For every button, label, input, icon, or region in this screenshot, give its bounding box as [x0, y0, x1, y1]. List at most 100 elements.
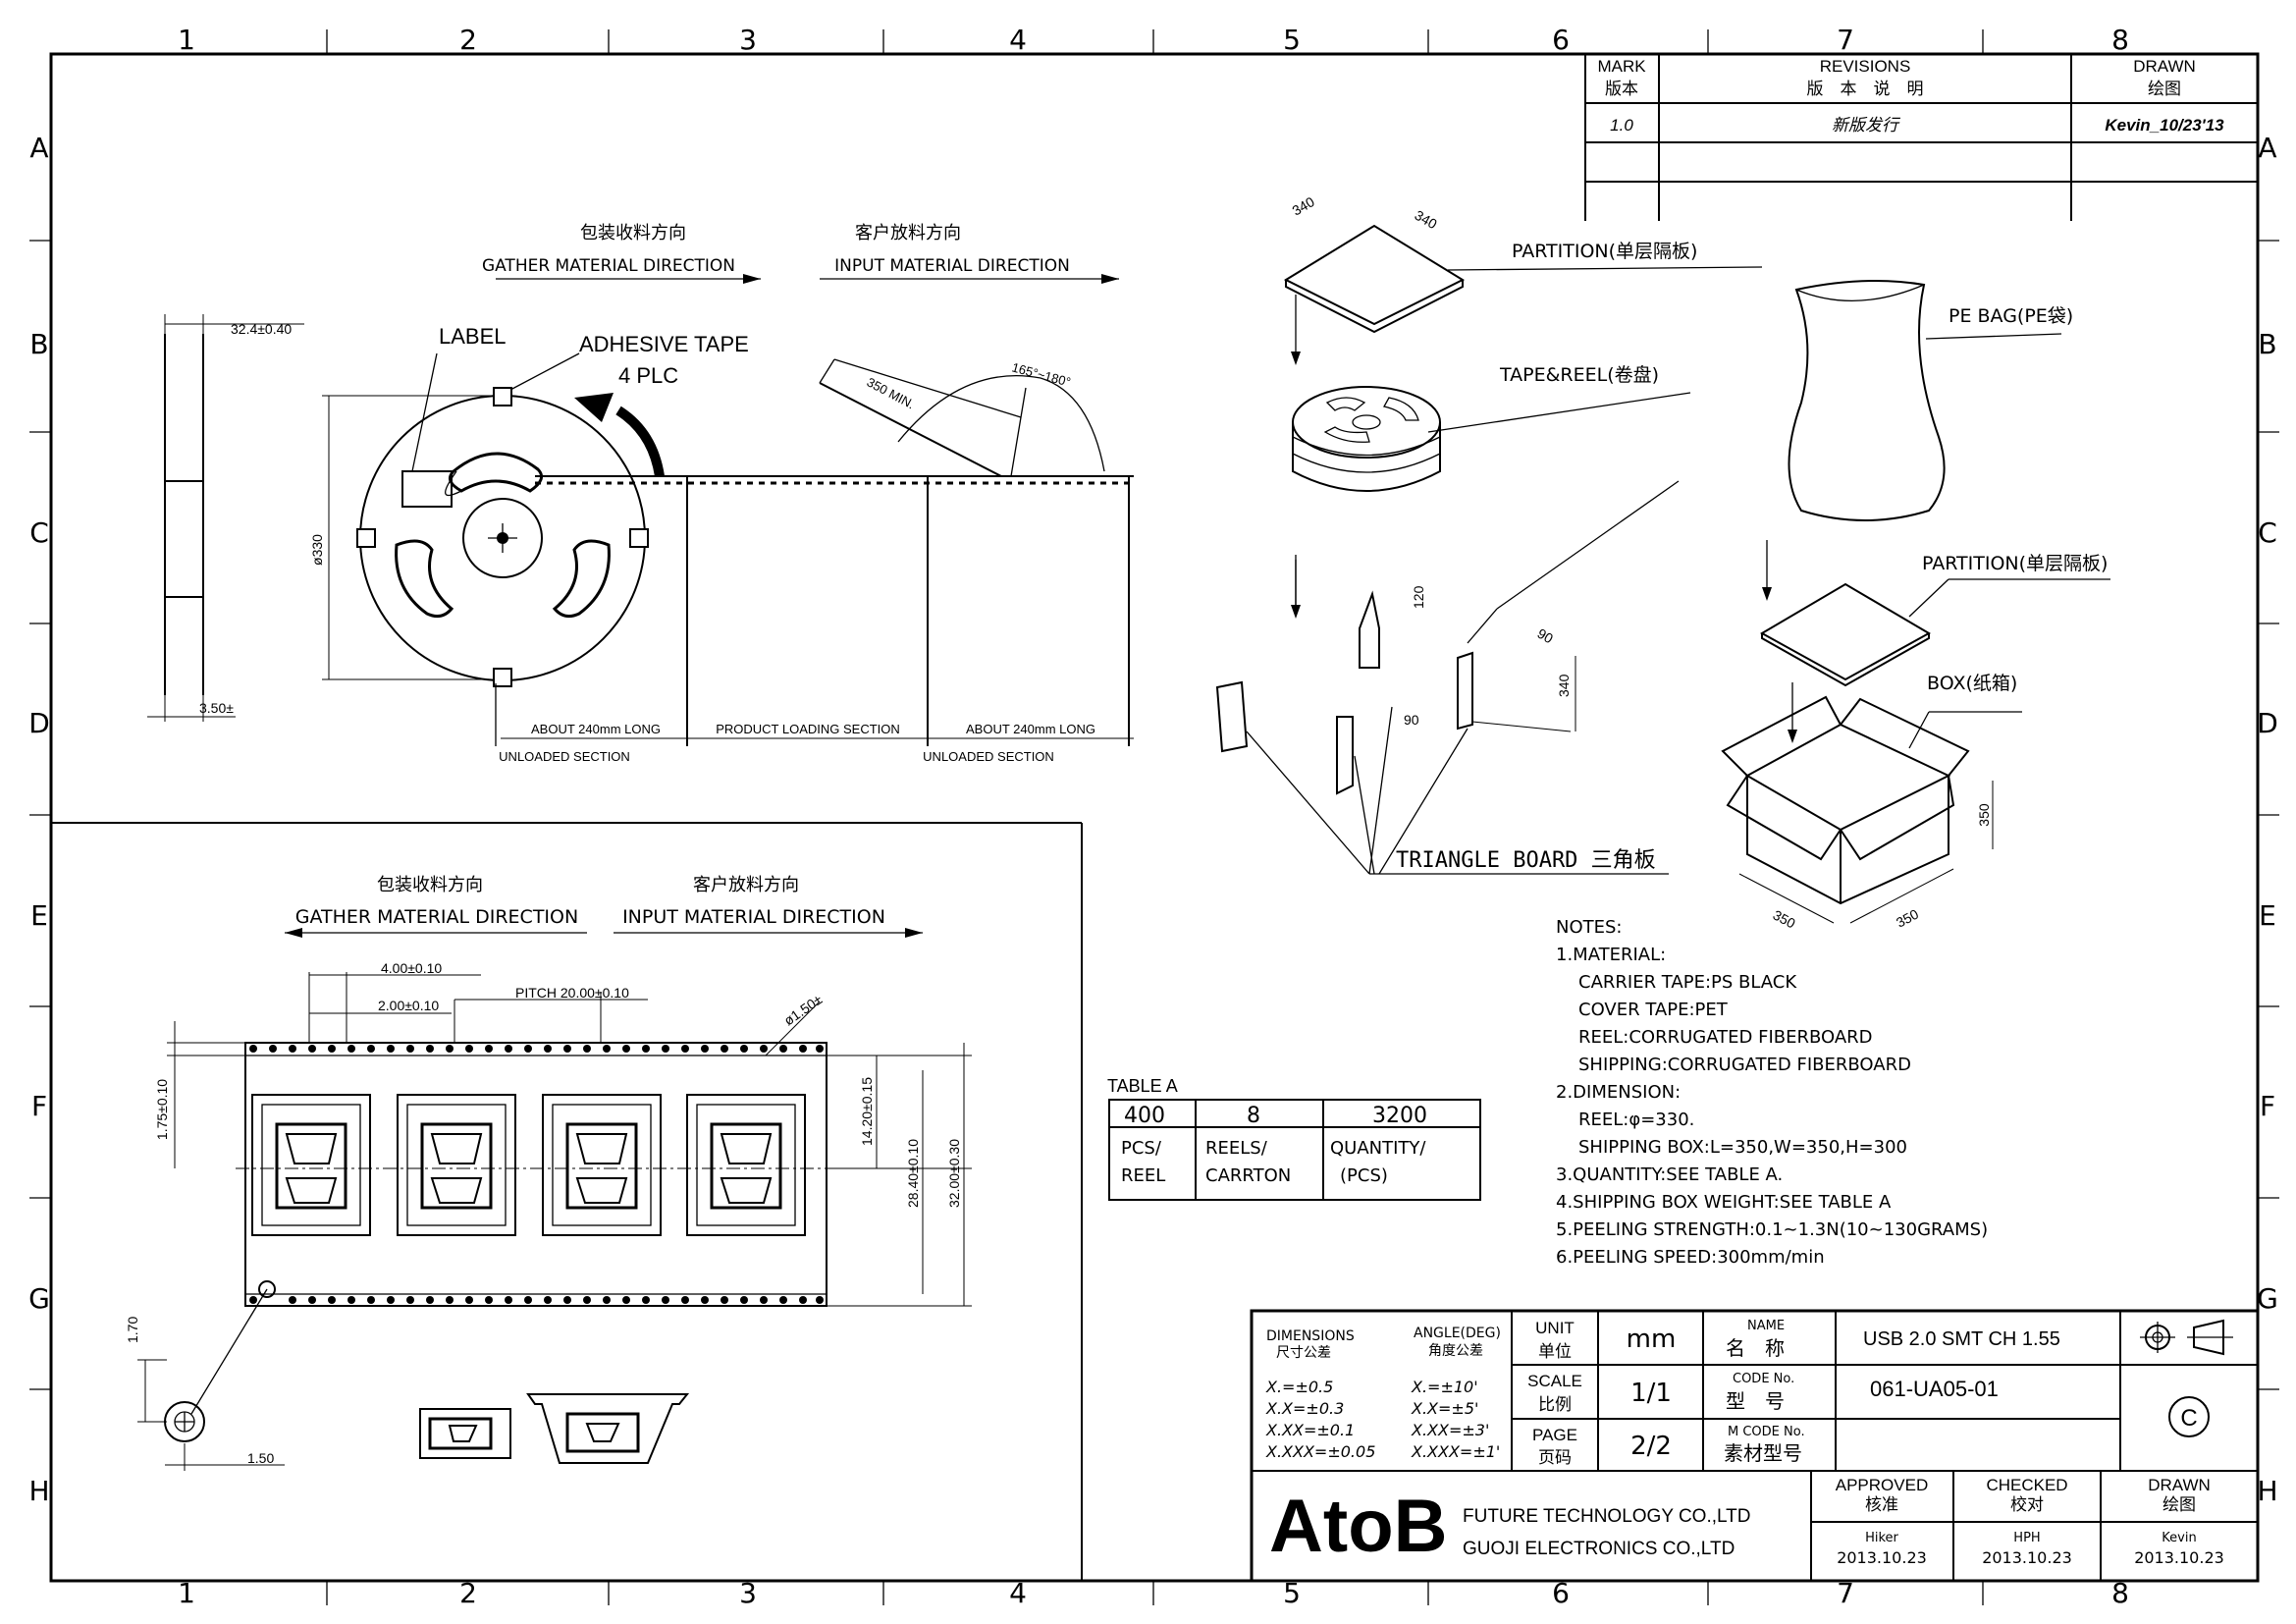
tb-tol-0: X.=±0.5: [1265, 1378, 1333, 1396]
tape-pocket-4: [686, 1094, 806, 1236]
zone-row-h: H: [28, 1475, 49, 1507]
table-a-value-1: 8: [1247, 1104, 1260, 1128]
tb-code-cn: 型 号: [1726, 1389, 1785, 1413]
tape-gather-en: GATHER MATERIAL DIRECTION: [295, 906, 578, 928]
partition-lower: PARTITION(单层隔板): [1759, 553, 2110, 687]
box-label: BOX(纸箱): [1927, 673, 2017, 694]
packing-assembly: 340 340 PARTITION(单层隔板) TAPE&REEL(卷盘): [1215, 193, 2110, 932]
triangle-boards: 120 90 90 340 TRIANGLE BOARD 三角板: [1215, 480, 1680, 875]
reel-unloaded-1: UNLOADED SECTION: [499, 749, 630, 764]
tape-dim-1420: 14.20±0.15: [859, 1077, 875, 1146]
title-block: DIMENSIONS 尺寸公差 ANGLE(DEG) 角度公差 X.=±0.5 …: [1250, 1309, 2260, 1583]
zone-col-8: 8: [2111, 24, 2129, 56]
tb-scale-value: 1/1: [1630, 1379, 1672, 1408]
rev-mark-cn: 版本: [1605, 80, 1638, 99]
reel-side-view: 32.4±0.40 3.50±: [147, 314, 304, 722]
table-a-unit-2b: (PCS): [1340, 1165, 1388, 1186]
zone-col-1: 1: [178, 24, 195, 56]
table-a: TABLE A 400 8 3200 PCS/ REEL REELS/ CARR…: [1107, 1076, 1481, 1201]
partition-dim-b: 340: [1413, 207, 1440, 233]
reel-peel-angle: 165°~180°: [1010, 359, 1072, 389]
zone-row-h-right: H: [2257, 1475, 2277, 1507]
tape-dim-175: 1.75±0.10: [154, 1079, 170, 1140]
triangle-dim-340: 340: [1556, 674, 1572, 697]
tape-input-cn: 客户放料方向: [693, 875, 799, 895]
tb-checked-cn: 校对: [2010, 1495, 2044, 1515]
tape-reel-label: TAPE&REEL(卷盘): [1499, 364, 1659, 386]
tb-unit-label: UNIT: [1535, 1319, 1575, 1337]
tape-dim-400: 4.00±0.10: [381, 960, 442, 976]
note-line-9: 3.QUANTITY:SEE TABLE A.: [1556, 1164, 1783, 1185]
company-logo: AtoB: [1269, 1485, 1448, 1568]
tb-checked-by: HPH: [2013, 1531, 2040, 1545]
partition-top: 340 340 PARTITION(单层隔板): [1283, 193, 1763, 334]
reel-adhesive-callout: ADHESIVE TAPE: [579, 332, 749, 356]
tb-angle-cn: 角度公差: [1428, 1343, 1483, 1359]
tape-pocket-3: [542, 1094, 662, 1236]
table-a-unit-0b: REEL: [1121, 1165, 1165, 1186]
zone-row-b-right: B: [2258, 328, 2276, 360]
tb-drawn-date: 2013.10.23: [2134, 1548, 2224, 1567]
tb-name-value: USB 2.0 SMT CH 1.55: [1863, 1328, 2060, 1350]
note-line-8: SHIPPING BOX:L=350,W=350,H=300: [1578, 1137, 1907, 1158]
tape-dim-hole: ø1.50±: [781, 991, 826, 1028]
tb-dimensions-cn: 尺寸公差: [1276, 1345, 1331, 1361]
note-line-2: CARRIER TAPE:PS BLACK: [1578, 972, 1797, 993]
zone-row-b: B: [29, 328, 48, 360]
tape-pocket-2: [397, 1094, 516, 1236]
note-line-10: 4.SHIPPING BOX WEIGHT:SEE TABLE A: [1556, 1192, 1892, 1213]
note-line-1: 1.MATERIAL:: [1556, 945, 1666, 965]
tb-scale-label: SCALE: [1527, 1372, 1582, 1390]
zone-row-e-right: E: [2259, 899, 2276, 932]
reel-unloaded-2: UNLOADED SECTION: [923, 749, 1054, 764]
reel-gather-en: GATHER MATERIAL DIRECTION: [482, 256, 735, 276]
triangle-dim-120: 120: [1411, 585, 1426, 609]
tb-angle-label: ANGLE(DEG): [1414, 1326, 1501, 1341]
table-a-unit-2a: QUANTITY/: [1330, 1138, 1426, 1159]
tb-approved-cn: 核准: [1865, 1495, 1898, 1515]
reel-label-callout: LABEL: [439, 324, 507, 349]
reel-input-en: INPUT MATERIAL DIRECTION: [834, 256, 1070, 276]
tb-ang-2: X.XX=±3': [1411, 1421, 1489, 1439]
zone-row-g-right: G: [2257, 1282, 2278, 1315]
note-line-12: 6.PEELING SPEED:300mm/min: [1556, 1247, 1825, 1268]
tape-dim-150: 1.50: [247, 1450, 274, 1466]
tb-approved-date: 2013.10.23: [1837, 1548, 1927, 1567]
tb-code-value: 061-UA05-01: [1870, 1377, 1999, 1401]
triangle-dim-90b: 90: [1404, 712, 1419, 728]
zone-col-4-bottom: 4: [1009, 1577, 1027, 1609]
copyright-icon: C: [2168, 1396, 2210, 1437]
tb-checked-label: CHECKED: [1986, 1476, 2067, 1494]
zone-col-2-bottom: 2: [459, 1577, 477, 1609]
revisions-table: MARK 版本 REVISIONS 版 本 说 明 DRAWN 绘图 1.0 新…: [1584, 53, 2259, 221]
note-line-5: SHIPPING:CORRUGATED FIBERBOARD: [1578, 1055, 1911, 1075]
tape-dim-170: 1.70: [125, 1317, 140, 1343]
zone-row-e: E: [30, 899, 48, 932]
tb-page-cn: 页码: [1538, 1448, 1572, 1468]
reel-view: 包装收料方向 客户放料方向 GATHER MATERIAL DIRECTION …: [147, 223, 1134, 764]
connector-side-views: [419, 1393, 690, 1464]
tape-pocket-1: [251, 1094, 371, 1236]
tb-scale-cn: 比例: [1538, 1395, 1572, 1415]
reel-section-3: ABOUT 240mm LONG: [966, 722, 1095, 736]
zone-row-d-right: D: [2257, 707, 2278, 739]
zone-col-7: 7: [1837, 24, 1854, 56]
tb-code-label: CODE No.: [1733, 1372, 1794, 1386]
tb-drawn-by: Kevin: [2162, 1531, 2196, 1545]
tb-ang-0: X.=±10': [1411, 1378, 1478, 1396]
zone-row-g: G: [28, 1282, 50, 1315]
sheet-border: 1 2 3 4 5 6 7 8 1 2 3 4 5 6 7 8 A B C D …: [28, 24, 2279, 1609]
reel-width-dim: 32.4±0.40: [231, 321, 292, 337]
zone-row-c: C: [29, 516, 49, 549]
rev-description: 新版发行: [1832, 116, 1901, 135]
projection-symbol-icon: [2140, 1319, 2233, 1356]
rev-mark-label: MARK: [1597, 57, 1646, 76]
partition-lower-label: PARTITION(单层隔板): [1922, 553, 2108, 574]
triangle-dim-90a: 90: [1535, 625, 1557, 647]
tb-unit-cn: 单位: [1538, 1342, 1572, 1362]
note-line-4: REEL:CORRUGATED FIBERBOARD: [1578, 1027, 1873, 1048]
rev-revisions-cn: 版 本 说 明: [1807, 80, 1924, 99]
zone-col-5-bottom: 5: [1283, 1577, 1301, 1609]
partition-dim-a: 340: [1290, 193, 1317, 219]
